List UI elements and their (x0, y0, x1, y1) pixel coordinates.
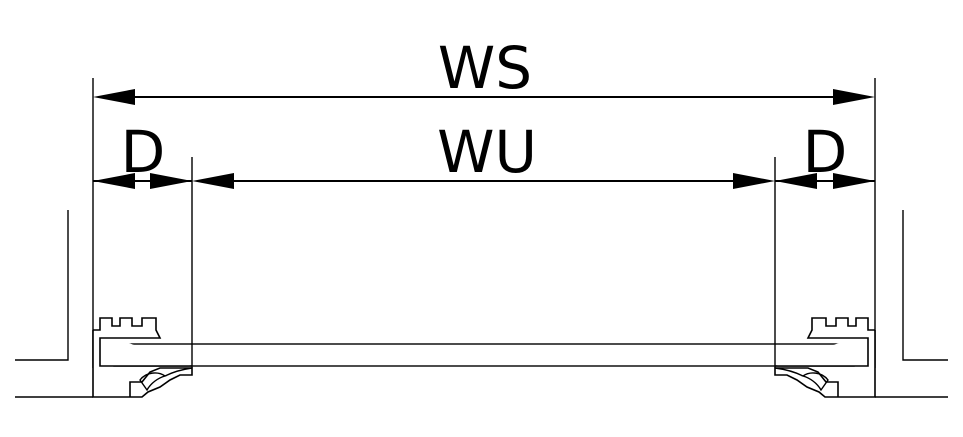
right-frame-profile (774, 317, 876, 398)
d-right-dimension-line (775, 173, 875, 189)
d-left-dimension-line (93, 173, 192, 189)
ws-dimension-line (93, 89, 875, 105)
wu-dimension-line (192, 173, 775, 189)
left-frame-profile (92, 317, 193, 398)
ws-label: WS (438, 34, 532, 102)
wu-label: WU (437, 118, 537, 186)
glass-panel (107, 343, 861, 367)
left-wall (15, 210, 93, 398)
right-wall (875, 210, 948, 398)
